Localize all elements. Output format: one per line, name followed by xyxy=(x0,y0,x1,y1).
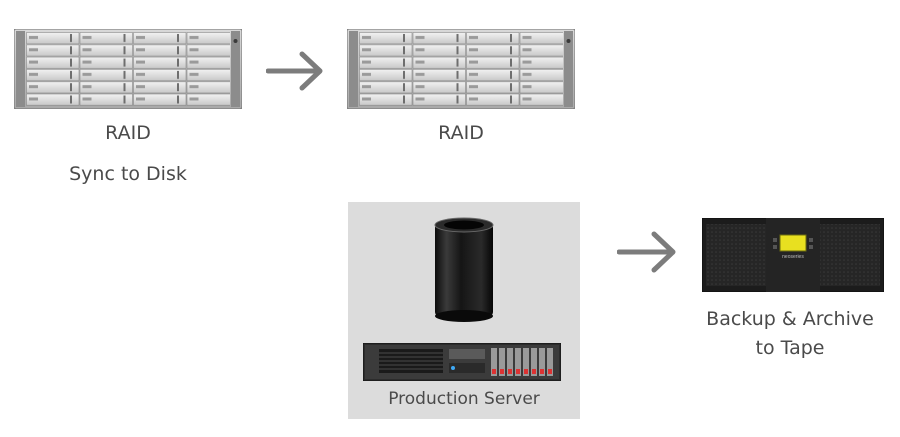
arrow-right-icon xyxy=(617,231,676,273)
tape-brand-text: neoseries xyxy=(782,254,804,260)
tape-library-icon: neoseries xyxy=(702,218,884,292)
tape-label-line1: Backup & Archive xyxy=(706,308,874,330)
raid-left-sublabel: Sync to Disk xyxy=(69,163,187,185)
raid-left-icon xyxy=(14,29,242,109)
rack-server-icon xyxy=(363,343,561,381)
raid-right-icon xyxy=(347,29,575,109)
production-server-label: Production Server xyxy=(388,389,540,409)
tape-label-line2: to Tape xyxy=(755,337,825,359)
arrow-right-icon xyxy=(266,51,323,91)
mac-pro-icon xyxy=(434,217,494,322)
raid-right-label: RAID xyxy=(438,122,484,144)
raid-left-label: RAID xyxy=(105,122,151,144)
